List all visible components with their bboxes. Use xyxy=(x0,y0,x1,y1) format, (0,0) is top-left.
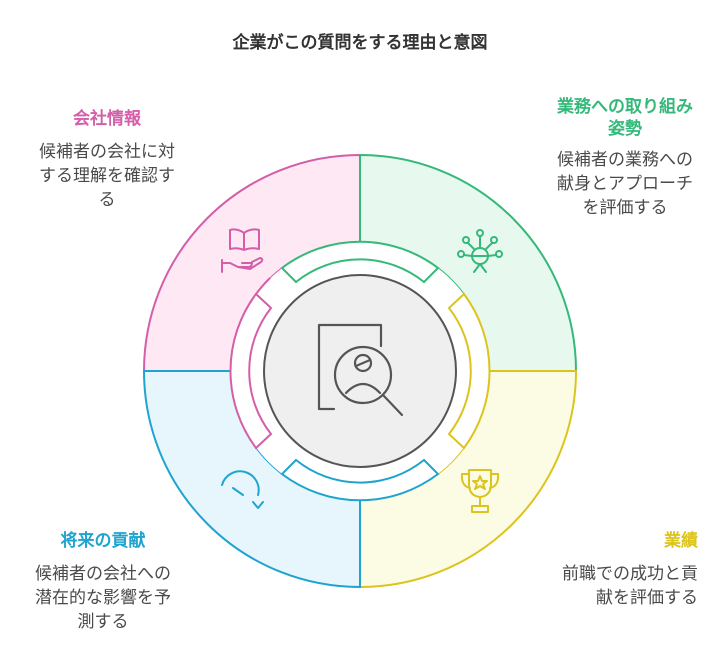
future-contribution-desc-line: 候補者の会社への xyxy=(35,564,171,584)
company-info-description: 候補者の会社に対 する理解を確認す る xyxy=(22,140,192,212)
achievements-desc-line: 献を評価する xyxy=(596,588,698,608)
trophy-icon xyxy=(460,469,500,513)
work-attitude-heading: 業務への取り組み 姿勢 xyxy=(530,96,720,140)
achievements-desc-line: 前職での成功と貢 xyxy=(562,564,698,584)
future-contribution-desc-line: 測する xyxy=(77,612,129,632)
company-info-label: 会社情報 候補者の会社に対 する理解を確認す る xyxy=(22,108,192,212)
candidate-search-icon xyxy=(317,323,404,417)
achievements-heading: 業績 xyxy=(664,531,698,551)
future-contribution-desc-line: 潜在的な影響を予 xyxy=(35,588,171,608)
achievements-label: 業績 前職での成功と貢 献を評価する xyxy=(510,530,720,610)
work-attitude-heading-line: 業務への取り組み xyxy=(557,97,693,117)
forward-arrow-icon xyxy=(221,470,264,509)
work-attitude-heading-line: 姿勢 xyxy=(608,119,642,139)
company-info-desc-line: する理解を確認す xyxy=(39,166,175,186)
person-network-icon xyxy=(457,229,503,273)
work-attitude-label: 業務への取り組み 姿勢 候補者の業務への 献身とアプローチ を評価する xyxy=(530,96,720,220)
future-contribution-heading: 将来の貢献 xyxy=(60,531,146,551)
book-hand-icon xyxy=(221,228,264,273)
work-attitude-description: 候補者の業務への 献身とアプローチ を評価する xyxy=(530,148,720,220)
company-info-desc-line: る xyxy=(98,190,116,210)
company-info-desc-line: 候補者の会社に対 xyxy=(39,142,175,162)
future-contribution-description: 候補者の会社への 潜在的な影響を予 測する xyxy=(18,562,188,634)
future-contribution-label: 将来の貢献 候補者の会社への 潜在的な影響を予 測する xyxy=(18,530,188,634)
work-attitude-desc-line: を評価する xyxy=(582,198,668,218)
achievements-description: 前職での成功と貢 献を評価する xyxy=(510,562,698,610)
work-attitude-desc-line: 献身とアプローチ xyxy=(557,174,693,194)
page-title: 企業がこの質問をする理由と意図 xyxy=(232,33,488,53)
work-attitude-desc-line: 候補者の業務への xyxy=(557,150,693,170)
company-info-heading: 会社情報 xyxy=(73,109,141,129)
